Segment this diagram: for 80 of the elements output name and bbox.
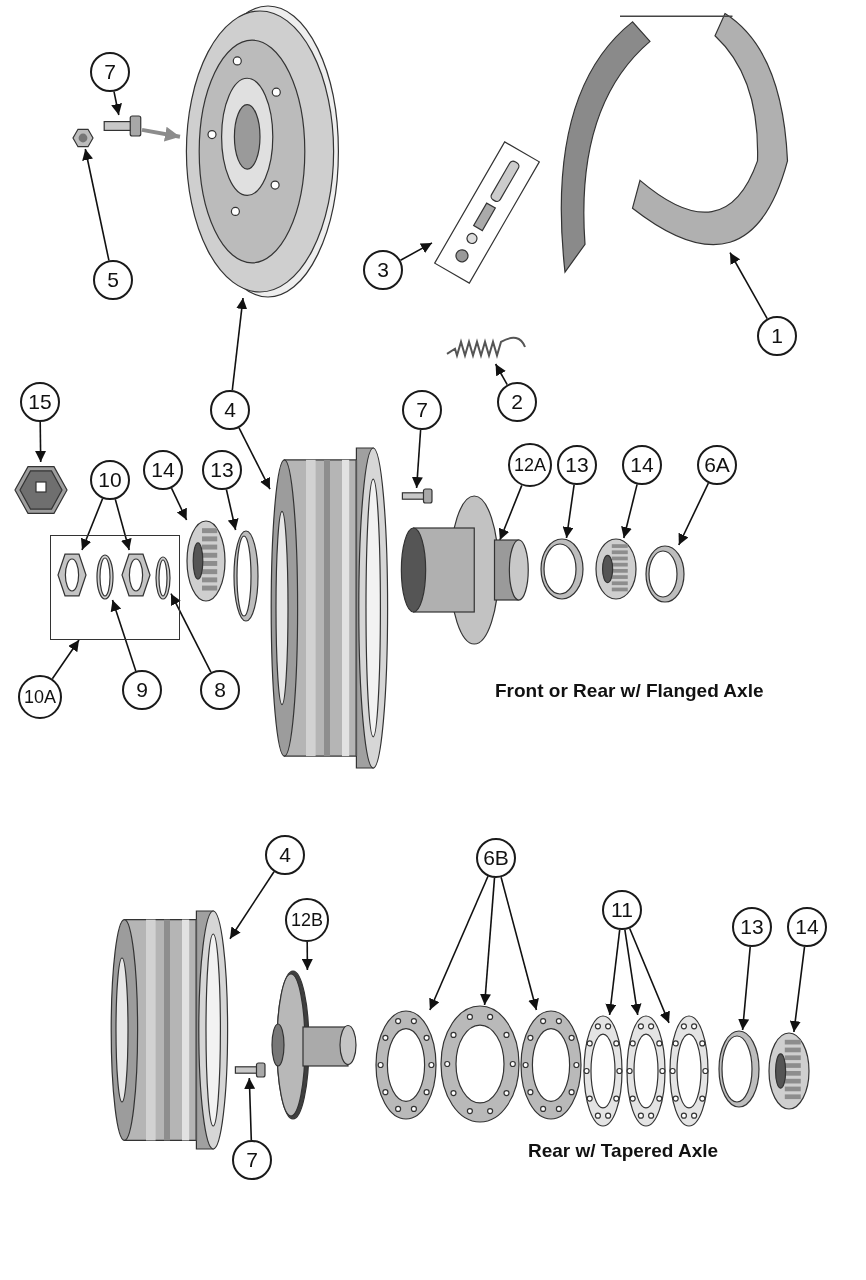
leader-line	[231, 297, 248, 391]
callout-number: 13	[732, 907, 772, 947]
view-caption: Front or Rear w/ Flanged Axle	[495, 680, 764, 702]
leader-line	[500, 876, 539, 1011]
callout-number: 9	[122, 670, 162, 710]
leader-line	[225, 488, 239, 531]
callout-number: 13	[202, 450, 242, 490]
callout-number: 6A	[697, 445, 737, 485]
leader-line	[81, 497, 104, 551]
leader-line	[678, 482, 710, 546]
leader-line	[399, 242, 433, 262]
race-drawing	[718, 1030, 760, 1108]
leader-line	[244, 1077, 256, 1141]
leader-line	[494, 363, 508, 386]
brake-drum-drawing	[110, 910, 230, 1150]
bearing-drawing	[595, 538, 637, 600]
callout-number: 2	[497, 382, 537, 422]
washer-drawing	[155, 556, 171, 600]
leader-line	[82, 148, 110, 262]
race-drawing	[540, 538, 584, 600]
wheel-stud-drawing	[232, 1062, 266, 1078]
leader-line	[479, 877, 496, 1006]
leader-line	[111, 90, 122, 116]
callout-number: 7	[232, 1140, 272, 1180]
leader-line	[605, 929, 621, 1016]
callout-number: 13	[557, 445, 597, 485]
callout-number: 5	[93, 260, 133, 300]
callout-number: 14	[787, 907, 827, 947]
leader-line	[562, 484, 575, 539]
leader-line	[624, 929, 642, 1016]
callout-number: 12A	[508, 443, 552, 487]
leader-line	[738, 946, 751, 1031]
gasket-drawing	[375, 1010, 437, 1120]
shim-drawing	[626, 1015, 666, 1127]
bearing-drawing	[186, 520, 226, 602]
leader-line	[35, 421, 47, 463]
assembly-arrow	[141, 126, 181, 142]
leader-line	[621, 483, 638, 539]
wheel-stud-drawing	[399, 488, 433, 504]
callout-number: 3	[363, 250, 403, 290]
callout-number: 10	[90, 460, 130, 500]
shim-drawing	[583, 1015, 623, 1127]
leader-line	[411, 429, 423, 489]
leader-line	[170, 592, 212, 673]
parts-frame	[50, 535, 180, 640]
leader-line	[114, 498, 132, 551]
bearing-drawing	[768, 1032, 810, 1110]
callout-number: 12B	[285, 898, 329, 942]
washer-drawing	[96, 554, 114, 600]
leader-line	[229, 870, 275, 940]
leader-line	[429, 875, 489, 1011]
view-caption: Rear w/ Tapered Axle	[528, 1140, 719, 1162]
callout-number: 1	[757, 316, 797, 356]
leader-line	[628, 927, 670, 1024]
leader-line	[498, 484, 523, 541]
leader-line	[301, 941, 313, 971]
callout-number: 7	[402, 390, 442, 430]
brake-drum-drawing	[270, 447, 390, 769]
leader-line	[729, 251, 768, 320]
callout-number: 11	[602, 890, 642, 930]
leader-line	[51, 639, 80, 680]
seal-drawing	[233, 530, 259, 622]
leader-line	[170, 487, 188, 521]
callout-number: 14	[143, 450, 183, 490]
callout-number: 15	[20, 382, 60, 422]
callout-number: 8	[200, 670, 240, 710]
gasket-drawing	[520, 1010, 582, 1120]
leader-line	[789, 946, 806, 1033]
shim-drawing	[669, 1015, 709, 1127]
lug-nut-drawing	[72, 127, 94, 149]
callout-number: 6B	[476, 838, 516, 878]
callout-number: 14	[622, 445, 662, 485]
callout-number: 4	[210, 390, 250, 430]
callout-number: 10A	[18, 675, 62, 719]
seal-drawing	[440, 1005, 520, 1123]
leader-line	[110, 599, 137, 672]
callout-number: 7	[90, 52, 130, 92]
leader-line	[238, 427, 271, 490]
callout-number: 4	[265, 835, 305, 875]
seal-drawing	[645, 545, 685, 603]
